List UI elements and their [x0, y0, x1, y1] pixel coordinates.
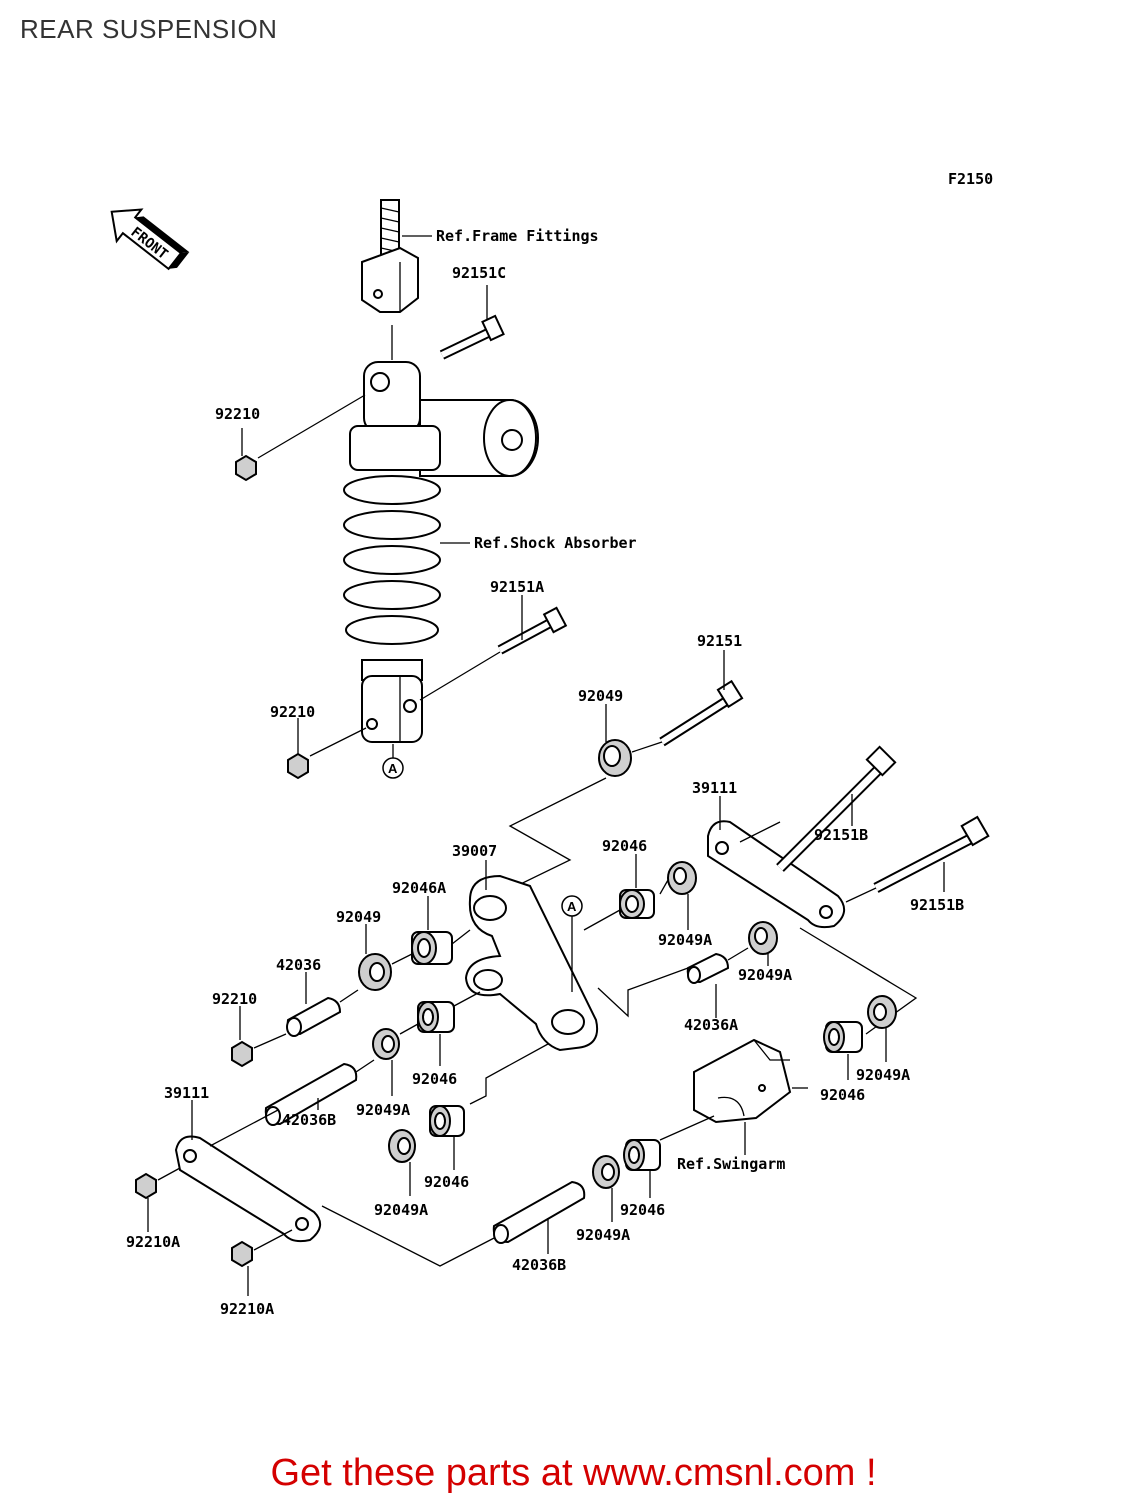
part-92046-bottom: 92046 [620, 1201, 665, 1219]
bearing-92046-bottom-icon [623, 1139, 661, 1171]
part-92046-mid: 92046 [412, 1070, 457, 1088]
page-title: REAR SUSPENSION [20, 14, 278, 44]
bolt-92151a-icon [497, 606, 568, 655]
part-92046-top: 92046 [602, 837, 647, 855]
washer-92049a-a-icon [667, 861, 697, 895]
bolt-92151b-b-icon [873, 815, 990, 893]
part-92210-mid: 92210 [270, 703, 315, 721]
link-39111-left-icon [174, 1135, 321, 1243]
part-92049-top: 92049 [578, 687, 623, 705]
nut-92210-mid-icon [287, 752, 309, 780]
part-39111-right: 39111 [692, 779, 737, 797]
washer-92049a-f-icon [592, 1155, 620, 1189]
bearing-92046-right-icon [823, 1021, 863, 1053]
washer-92049a-d-icon [867, 995, 897, 1029]
washer-92049a-e-icon [388, 1129, 416, 1163]
part-92151b-a: 92151B [814, 826, 868, 844]
part-39007: 39007 [452, 842, 497, 860]
bearing-92046a-icon [411, 931, 453, 965]
footer-link[interactable]: Get these parts at www.cmsnl.com ! [270, 1452, 877, 1494]
ref-swingarm: Ref.Swingarm [677, 1155, 785, 1173]
nut-92210a-b-icon [231, 1240, 253, 1268]
part-92210a-a: 92210A [126, 1233, 180, 1251]
washer-92049a-b-icon [748, 921, 778, 955]
part-92046a: 92046A [392, 879, 446, 897]
part-92151a: 92151A [490, 578, 544, 596]
part-42036a: 42036A [684, 1016, 738, 1034]
bearing-92046-low-icon [429, 1105, 465, 1137]
part-92049a-c: 92049A [356, 1101, 410, 1119]
part-92046-low: 92046 [424, 1173, 469, 1191]
part-92049a-e: 92049A [374, 1201, 428, 1219]
part-42036: 42036 [276, 956, 321, 974]
collar-42036-icon [286, 996, 342, 1037]
part-92049a-d: 92049A [856, 1066, 910, 1084]
part-92049a-f: 92049A [576, 1226, 630, 1244]
washer-92049a-c-icon [372, 1028, 400, 1060]
part-92210-low: 92210 [212, 990, 257, 1008]
collar-42036a-icon [686, 952, 730, 984]
part-39111-left: 39111 [164, 1084, 209, 1102]
part-92151c: 92151C [452, 264, 506, 282]
washer-92049-left-icon [358, 953, 392, 991]
front-arrow-icon: FRONT [110, 208, 190, 271]
part-92210a-b: 92210A [220, 1300, 274, 1318]
bearing-92046-mid-icon [417, 1001, 455, 1033]
part-92046-right: 92046 [820, 1086, 865, 1104]
bearing-92046-top-icon [619, 889, 655, 919]
link-39111-right-icon [707, 820, 845, 929]
part-92049a-a: 92049A [658, 931, 712, 949]
circle-marker-a-2: A [567, 899, 577, 914]
bolt-92151c-icon [439, 314, 505, 360]
part-92210-top: 92210 [215, 405, 260, 423]
circle-marker-a-1: A [388, 761, 398, 776]
nut-92210-low-icon [231, 1040, 253, 1068]
ref-frame-fittings: Ref.Frame Fittings [436, 227, 599, 245]
collar-42036b-b-icon [492, 1180, 586, 1244]
part-92049a-b: 92049A [738, 966, 792, 984]
nut-92210a-a-icon [135, 1172, 157, 1200]
rocker-39007-icon [464, 874, 598, 1052]
bolt-92151-icon [659, 679, 744, 747]
shock-absorber-icon [343, 325, 539, 743]
parts-diagram: F2150 FRONT Ref.Frame Fittings 92151C [110, 170, 993, 1318]
part-92151: 92151 [697, 632, 742, 650]
washer-92049-top-icon [598, 739, 632, 777]
part-42036b-b: 42036B [512, 1256, 566, 1274]
ref-shock-absorber: Ref.Shock Absorber [474, 534, 637, 552]
swingarm-icon [693, 1038, 808, 1124]
nut-92210-top-icon [235, 454, 257, 482]
part-92049-left: 92049 [336, 908, 381, 926]
part-92151b-b: 92151B [910, 896, 964, 914]
frame-fitting-icon [361, 199, 419, 313]
part-42036b-a: 42036B [282, 1111, 336, 1129]
bolt-92151b-a-icon [776, 745, 897, 872]
figure-code: F2150 [948, 170, 993, 188]
